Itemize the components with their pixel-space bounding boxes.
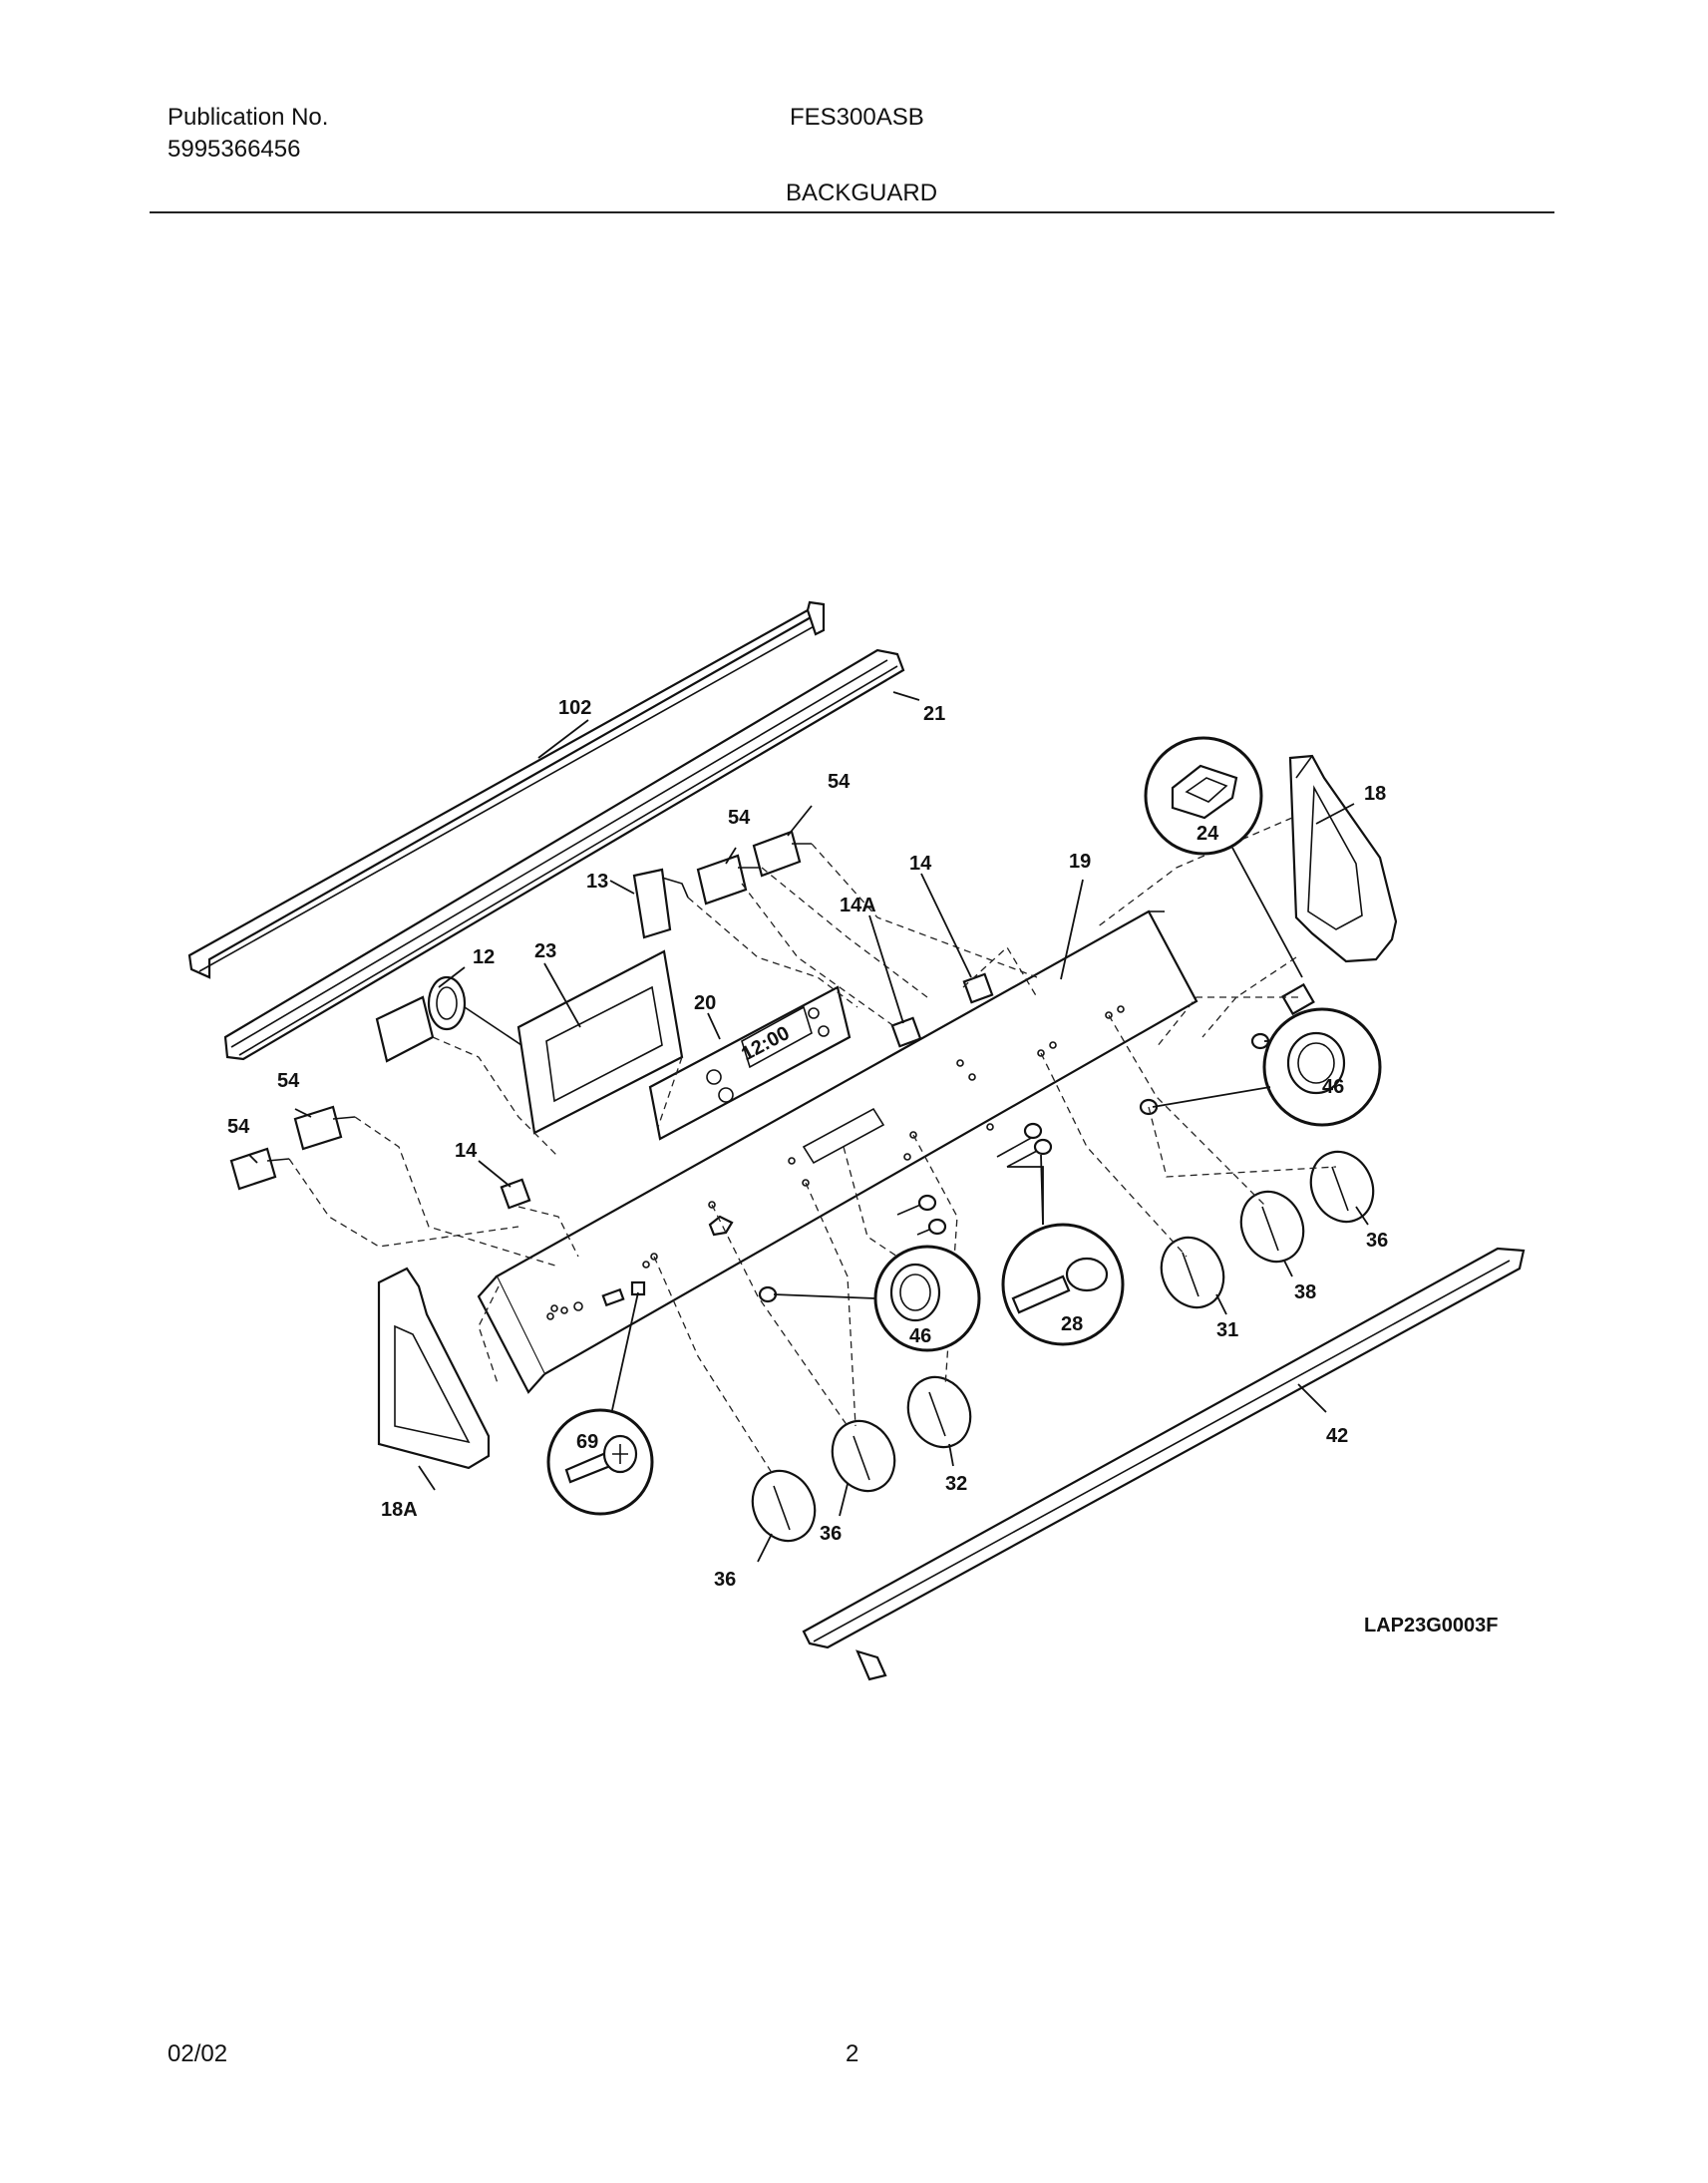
- part-18-right-end-cap: [1288, 754, 1398, 963]
- label-54-d: 54: [227, 1116, 250, 1138]
- callout-69-screw: [546, 1291, 654, 1516]
- label-20: 20: [694, 992, 716, 1014]
- label-46-lower: 46: [909, 1325, 931, 1347]
- label-38: 38: [1294, 1281, 1316, 1303]
- label-12: 12: [473, 946, 495, 968]
- label-18: 18: [1364, 783, 1386, 805]
- label-18a: 18A: [381, 1499, 418, 1521]
- callout-46-upper-knob: [1152, 1007, 1382, 1127]
- part-19-console-panel: [477, 910, 1198, 1394]
- part-18a-left-end-cap: [377, 1267, 491, 1470]
- knob-31: [1160, 1236, 1225, 1309]
- label-24: 24: [1196, 823, 1219, 845]
- label-42: 42: [1326, 1425, 1348, 1447]
- panel-holes: [550, 1005, 1125, 1312]
- label-54-c: 54: [277, 1070, 300, 1092]
- publication-number: 5995366456: [168, 136, 301, 163]
- part-screws-row: [546, 1280, 646, 1320]
- knob-36-upper-right: [1309, 1150, 1375, 1224]
- drawing-code: LAP23G0003F: [1364, 1615, 1499, 1637]
- knob-38: [1239, 1190, 1305, 1264]
- label-21: 21: [923, 703, 945, 725]
- part-14-clip-upper: [962, 972, 994, 1004]
- footer-date: 02/02: [168, 2040, 228, 2067]
- knob-36-lower: [751, 1469, 817, 1543]
- part-54-switch-d: [229, 1147, 290, 1191]
- header-rule: [150, 211, 1554, 213]
- page-number: 2: [846, 2040, 859, 2067]
- knob-36-middle: [831, 1419, 896, 1493]
- part-21-channel: [223, 648, 905, 1061]
- label-28: 28: [1061, 1313, 1083, 1335]
- label-14-lower: 14: [455, 1140, 478, 1162]
- part-14-clip-lower: [500, 1178, 531, 1210]
- label-36-upper: 36: [1366, 1230, 1388, 1252]
- label-36-middle: 36: [820, 1523, 842, 1545]
- part-number-labels: 102 21 54 54 13 14A 14 19 24 18 12 23 20…: [227, 697, 1499, 1637]
- part-102-top-trim: [187, 600, 826, 979]
- part-54-switch-b: [752, 830, 812, 878]
- label-32: 32: [945, 1473, 967, 1495]
- part-bulb-left: [758, 1285, 778, 1303]
- part-54-switch-a: [696, 854, 762, 906]
- label-14-upper: 14: [909, 853, 932, 875]
- label-leaders: [248, 691, 1369, 1563]
- callout-28-lamp: [1001, 1154, 1125, 1346]
- callout-46-lower-knob: [773, 1245, 981, 1352]
- label-23: 23: [534, 940, 556, 962]
- model-number: FES300ASB: [790, 104, 924, 131]
- part-20-clock-timer: 12:00: [648, 985, 852, 1141]
- label-36-lower: 36: [714, 1569, 736, 1591]
- section-title: BACKGUARD: [786, 180, 938, 206]
- label-54-a: 54: [728, 807, 751, 829]
- label-102: 102: [558, 697, 591, 719]
- part-infinite-switch-stems: [896, 1122, 1053, 1236]
- callout-24-bezel: [1144, 736, 1303, 978]
- part-54-switch-c: [293, 1105, 356, 1151]
- part-42-bottom-trim: [802, 1247, 1526, 1681]
- label-19: 19: [1069, 851, 1091, 873]
- label-13: 13: [586, 871, 608, 893]
- label-31: 31: [1216, 1319, 1238, 1341]
- publication-label: Publication No.: [168, 104, 329, 131]
- knob-32: [906, 1375, 972, 1449]
- label-54-b: 54: [828, 771, 851, 793]
- label-14a: 14A: [840, 895, 876, 916]
- label-69: 69: [576, 1431, 598, 1453]
- label-46-upper: 46: [1322, 1076, 1344, 1098]
- part-13-switch: [632, 868, 689, 939]
- assembly-dashed-lines: [288, 817, 1337, 1477]
- part-indicator-light: [1281, 982, 1315, 1016]
